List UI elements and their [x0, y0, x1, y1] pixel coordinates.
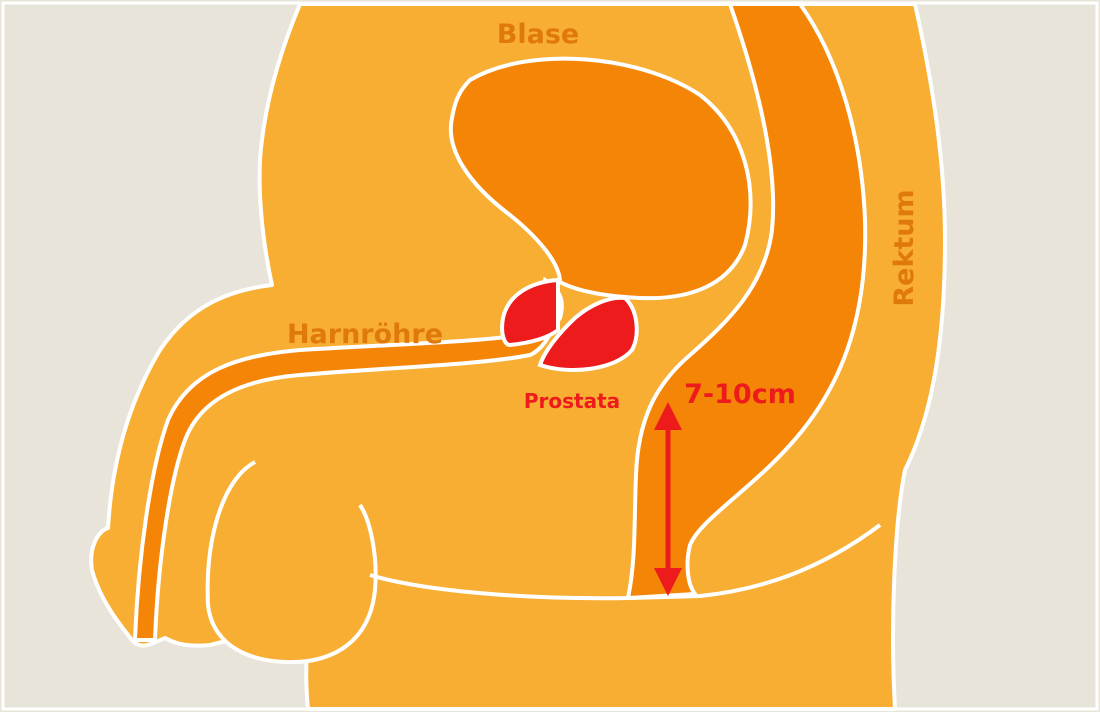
label-bladder: Blase [497, 19, 579, 50]
bladder [448, 56, 753, 301]
rectum [626, 2, 868, 600]
label-distance: 7-10cm [684, 379, 796, 410]
label-urethra: Harnröhre [287, 319, 443, 350]
prostate-left-lobe [500, 277, 560, 348]
urethra [133, 288, 562, 642]
prostate-right-lobe [537, 295, 639, 372]
testicle-outline [205, 460, 378, 665]
label-prostate: Prostata [524, 389, 620, 413]
distance-arrow [654, 402, 682, 596]
label-rectum: Rektum [889, 189, 920, 306]
